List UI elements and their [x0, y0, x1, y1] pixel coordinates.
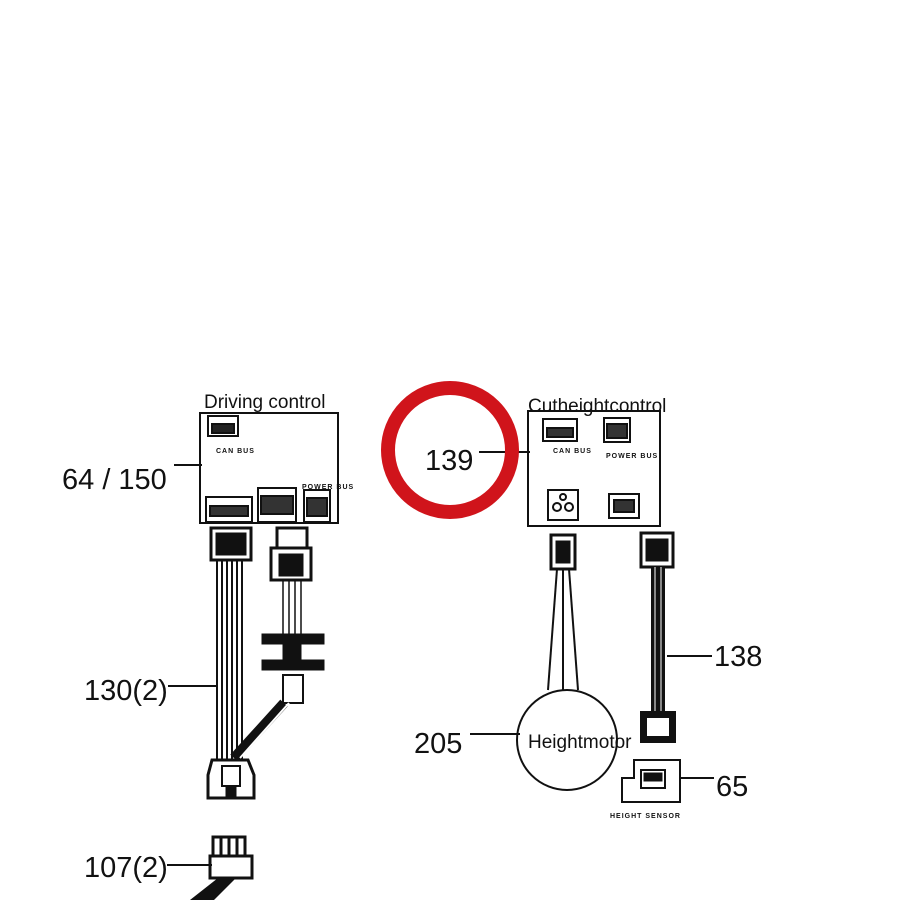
height-motor [516, 689, 618, 791]
height-sensor [621, 759, 681, 803]
height-sensor-label: HEIGHT SENSOR [610, 813, 681, 820]
callout-205: 205 [414, 728, 462, 760]
callout-107: 107(2) [84, 852, 168, 884]
power-branch [230, 526, 325, 762]
leader-lines [167, 451, 714, 866]
power-bus-label-1: POWER BUS [302, 484, 354, 491]
cut-height-control-board [527, 410, 661, 527]
cut-height-control-title: Cutheightcontrol [528, 396, 666, 417]
can-bus-label-1: CAN BUS [216, 448, 255, 455]
callout-64-150: 64 / 150 [62, 464, 167, 496]
power-bus-label-2: POWER BUS [606, 453, 658, 460]
sensor-cable-138 [639, 531, 676, 743]
harness-107 [190, 835, 254, 900]
callout-139: 139 [425, 445, 473, 477]
motor-cable [547, 533, 579, 691]
height-motor-label: Heightmotor [528, 732, 632, 753]
callout-138: 138 [714, 641, 762, 673]
can-bus-label-2: CAN BUS [553, 448, 592, 455]
callout-65: 65 [716, 771, 748, 803]
highlight-ring [381, 381, 519, 519]
harness-130 [206, 526, 256, 800]
driving-control-board [199, 412, 339, 524]
driving-control-title: Driving control [204, 392, 325, 413]
callout-130: 130(2) [84, 675, 168, 707]
